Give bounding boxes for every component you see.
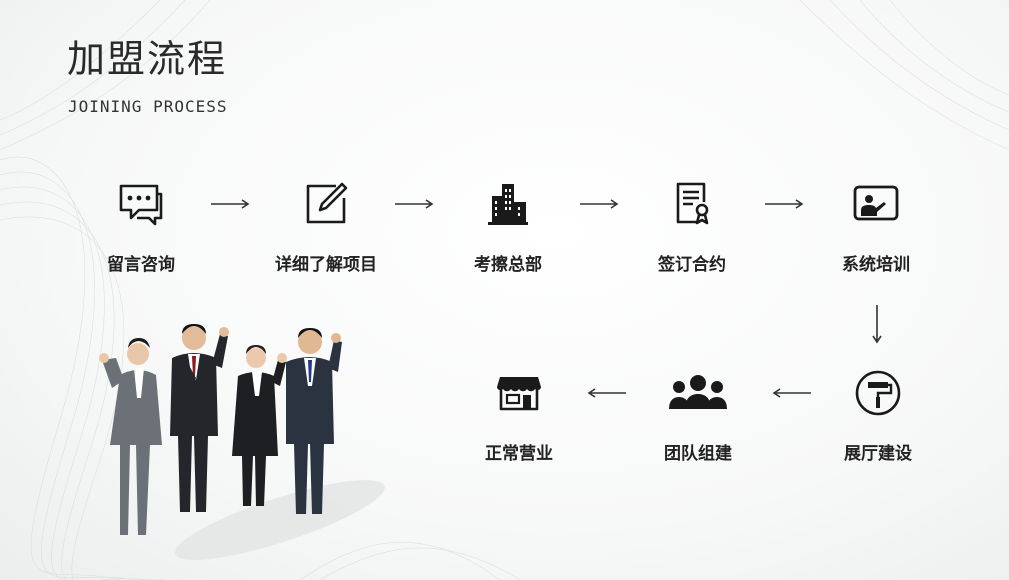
step-label: 正常营业 xyxy=(485,444,553,464)
step-label: 团队组建 xyxy=(664,444,732,464)
training-board-icon xyxy=(852,180,900,228)
page-subtitle: JOINING PROCESS xyxy=(68,97,228,116)
step-showroom-construction: 展厅建设 xyxy=(803,369,953,464)
team-icon xyxy=(667,369,729,417)
arrow-left-icon xyxy=(587,388,626,398)
step-label: 考擦总部 xyxy=(474,255,542,275)
building-icon xyxy=(484,180,532,228)
chat-bubble-icon xyxy=(117,180,165,228)
step-leave-message: 留言咨询 xyxy=(66,180,216,275)
edit-icon xyxy=(302,180,350,228)
step-normal-operation: 正常营业 xyxy=(444,369,594,464)
arrow-right-icon xyxy=(765,199,804,209)
contract-icon xyxy=(668,180,716,228)
step-sign-contract: 签订合约 xyxy=(617,180,767,275)
step-label: 展厅建设 xyxy=(844,444,912,464)
paint-roller-icon xyxy=(854,369,902,417)
step-label: 签订合约 xyxy=(658,255,726,275)
step-label: 系统培训 xyxy=(842,255,910,275)
step-team-building: 团队组建 xyxy=(623,369,773,464)
step-learn-project: 详细了解项目 xyxy=(251,180,401,275)
step-label: 留言咨询 xyxy=(107,255,175,275)
shop-icon xyxy=(495,369,543,417)
business-team-illustration xyxy=(99,324,385,560)
step-system-training: 系统培训 xyxy=(801,180,951,275)
step-visit-headquarters: 考擦总部 xyxy=(433,180,583,275)
arrow-right-icon xyxy=(211,199,250,209)
arrow-left-icon xyxy=(772,388,811,398)
arrow-right-icon xyxy=(580,199,619,209)
page-title: 加盟流程 xyxy=(67,37,228,81)
arrow-right-icon xyxy=(395,199,434,209)
arrow-down-icon xyxy=(872,305,882,344)
step-label: 详细了解项目 xyxy=(275,255,377,275)
